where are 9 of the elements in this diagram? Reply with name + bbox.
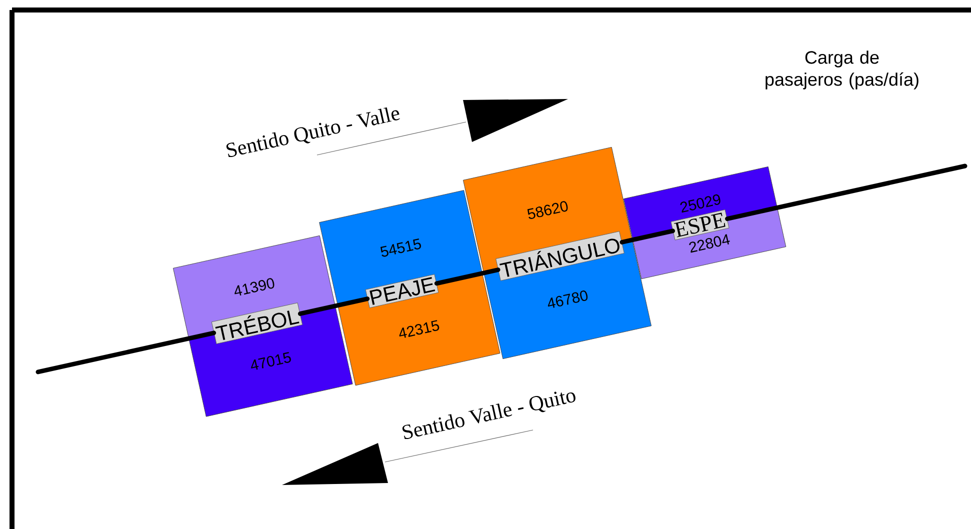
road-line: [298, 296, 370, 316]
direction-text: Sentido Quito - Valle: [226, 107, 400, 158]
direction-text: Sentido Valle - Quito: [402, 392, 576, 440]
road-line: [36, 330, 216, 374]
road-line: [725, 164, 968, 222]
title: Carga de pasajeros (pas/día): [766, 50, 918, 90]
road-line: [620, 228, 675, 244]
road-line: [434, 268, 500, 286]
station-label: TRÉBOL: [211, 302, 303, 344]
